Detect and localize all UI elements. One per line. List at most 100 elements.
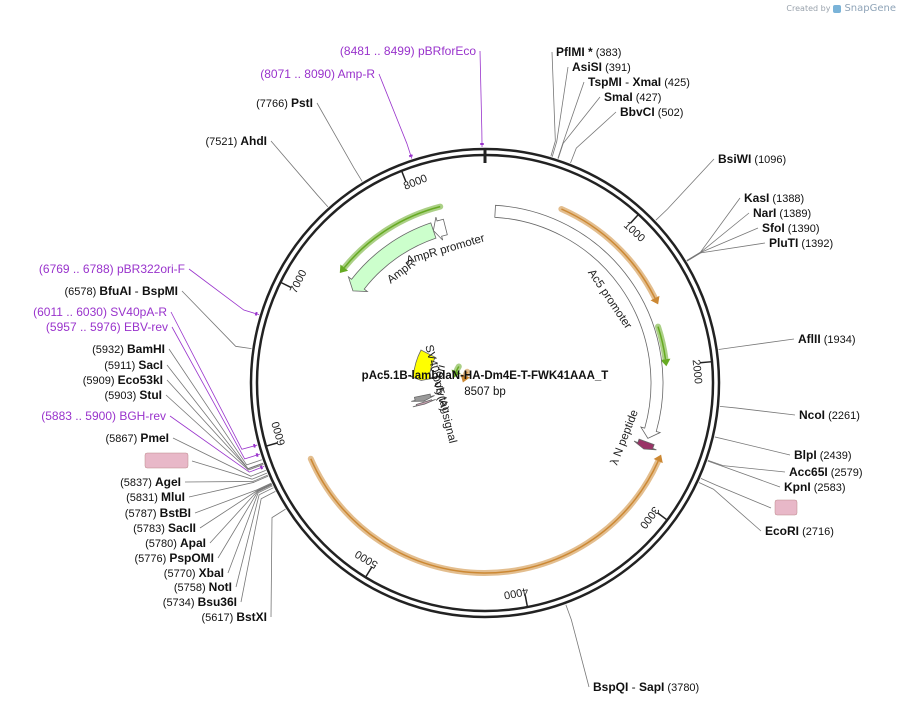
feature-lambda-n-peptide[interactable]: [633, 438, 657, 451]
site-noti[interactable]: (5758) NotI: [174, 487, 274, 594]
site-asisi[interactable]: AsiSI (391): [551, 60, 631, 157]
enzyme-position: (5867): [105, 433, 140, 445]
site-mlui[interactable]: (5831) MluI: [126, 475, 269, 504]
site-pbrforeco[interactable]: (8481 .. 8499) pBRforEco: [340, 44, 484, 148]
primer-name: pBRforEco: [418, 44, 476, 58]
site-label: (7766) PstI: [256, 96, 313, 110]
site-label: (5780) ApaI: [145, 536, 206, 550]
site-pspomi[interactable]: (5776) PspOMI: [134, 484, 273, 565]
site-agei[interactable]: (5837) AgeI: [120, 474, 268, 489]
site-label: NcoI (2261): [799, 408, 860, 422]
enzyme-name: AgeI: [155, 475, 181, 489]
site-xbai[interactable]: (5770) XbaI: [164, 485, 273, 580]
site-bstbi[interactable]: (5787) BstBI: [125, 482, 272, 520]
site-stui[interactable]: (5903) StuI: [104, 388, 264, 471]
enzyme-name: PflMI *: [556, 45, 593, 59]
site-bspqi[interactable]: BspQI - SapI (3780): [565, 604, 699, 694]
leader-line: [655, 158, 715, 221]
primer-range: (6011 .. 6030): [33, 305, 110, 319]
site-label: BbvCI (502): [620, 105, 683, 119]
leader-line: [171, 326, 261, 460]
enzyme-name: KasI: [744, 191, 769, 205]
leader-line: [169, 415, 265, 473]
site-bsu36i[interactable]: (5734) Bsu36I: [163, 491, 276, 609]
site-pbr322ori-f[interactable]: (6769 .. 6788) pBR322ori-F: [39, 262, 260, 316]
orf-arc-line: [657, 326, 667, 360]
feature-v5-tag[interactable]: [412, 398, 436, 408]
site-label: (5831) MluI: [126, 490, 185, 504]
site-kasi[interactable]: KasI (1388): [686, 191, 804, 261]
site-acc65i[interactable]: Acc65I (2579): [707, 459, 863, 479]
enzyme-position: (391): [602, 62, 631, 74]
leader-line: [191, 460, 268, 480]
primer-name: Amp-R: [338, 67, 376, 81]
site-bgh-rev[interactable]: (5883 .. 5900) BGH-rev: [41, 409, 265, 473]
orf-arrowhead: [451, 369, 461, 378]
site-eco53ki[interactable]: (5909) Eco53kI: [83, 373, 264, 470]
leader-line: [170, 311, 258, 450]
feature-sv40-poly-a-signal[interactable]: [411, 393, 435, 402]
site-label: PluTI (1392): [769, 236, 833, 250]
orf-arrowhead: [650, 295, 660, 305]
site-ahdi[interactable]: (7521) AhdI: [205, 134, 329, 208]
site-pmei[interactable]: (5867) PmeI: [105, 431, 266, 477]
feature-ac5-promoter[interactable]: [494, 204, 664, 439]
snapgene-logo-icon: [833, 4, 842, 13]
site-smai[interactable]: SmaI (427): [557, 90, 661, 159]
enzyme-position: (1389): [776, 208, 811, 220]
feature-ori[interactable]: [409, 349, 436, 381]
enzyme-position: (5932): [92, 344, 127, 356]
site-ha[interactable]: HA: [700, 478, 798, 516]
site-ncoi[interactable]: NcoI (2261): [719, 405, 860, 422]
site-label: (5909) Eco53kI: [83, 373, 163, 387]
enzyme-position: (5909): [83, 375, 118, 387]
enzyme-name: Acc65I: [789, 465, 828, 479]
site-label: (5734) Bsu36I: [163, 595, 237, 609]
tick-mark: [699, 360, 713, 364]
site-label: (6578) BfuAI - BspMI: [64, 284, 178, 298]
site-amp-r[interactable]: (8071 .. 8090) Amp-R: [260, 67, 413, 159]
enzyme-position: (1390): [785, 223, 820, 235]
feature-ampr-promoter[interactable]: [432, 216, 448, 241]
enzyme-name: PmeI: [140, 431, 169, 445]
tick-label: 7000: [288, 268, 310, 295]
backbone-inner-circle: [255, 153, 715, 613]
leader-line: [165, 394, 264, 471]
enzyme-name: XbaI: [199, 566, 224, 580]
enzyme-name-2: BspMI: [142, 284, 178, 298]
site-bamhi[interactable]: (5932) BamHI: [92, 342, 262, 466]
enzyme-position: (5770): [164, 568, 199, 580]
site-bstxi[interactable]: (5617) BstXI: [201, 508, 286, 624]
site-aflii[interactable]: AflII (1934): [718, 332, 856, 350]
site-kpni[interactable]: KpnI (2583): [707, 460, 846, 494]
site-sacii[interactable]: (5783) SacII: [133, 483, 272, 535]
enzyme-position: (6578): [64, 286, 99, 298]
enzyme-name: BbvCI: [620, 105, 655, 119]
site-blpi[interactable]: BlpI (2439): [714, 436, 852, 462]
site-pflmi[interactable]: PflMI * (383): [550, 45, 622, 157]
site-bsiwi[interactable]: BsiWI (1096): [655, 152, 786, 221]
site-ebv-rev[interactable]: (5957 .. 5976) EBV-rev: [46, 320, 261, 460]
leader-line: [194, 482, 272, 514]
site-bfuai[interactable]: (6578) BfuAI - BspMI: [64, 284, 252, 350]
enzyme-name: BfuAI: [99, 284, 131, 298]
site-label: KpnI (2583): [784, 480, 846, 494]
feature-ampr[interactable]: [347, 222, 437, 293]
orf-arc[interactable]: [558, 206, 658, 302]
site-apai[interactable]: (5780) ApaI: [145, 483, 272, 550]
primer-mark: [259, 465, 264, 470]
site-psti[interactable]: (7766) PstI: [256, 96, 363, 182]
enzyme-name: NotI: [209, 580, 232, 594]
leader-line: [188, 475, 269, 498]
enzyme-position: (1096): [751, 154, 786, 166]
site-sv40pa-r[interactable]: (6011 .. 6030) SV40pA-R: [33, 305, 258, 450]
site-label: Acc65I (2579): [789, 465, 863, 479]
enzyme-name: TspMI: [588, 75, 622, 89]
site-ecori[interactable]: EcoRI (2716): [698, 482, 834, 538]
site-pluti[interactable]: PluTI (1392): [686, 236, 833, 262]
site-6xhis[interactable]: 6xHis: [144, 452, 268, 480]
site-bbvci[interactable]: BbvCI (502): [570, 105, 684, 164]
site-label: TspMI - XmaI (425): [588, 75, 690, 89]
site-label: (5783) SacII: [133, 521, 196, 535]
